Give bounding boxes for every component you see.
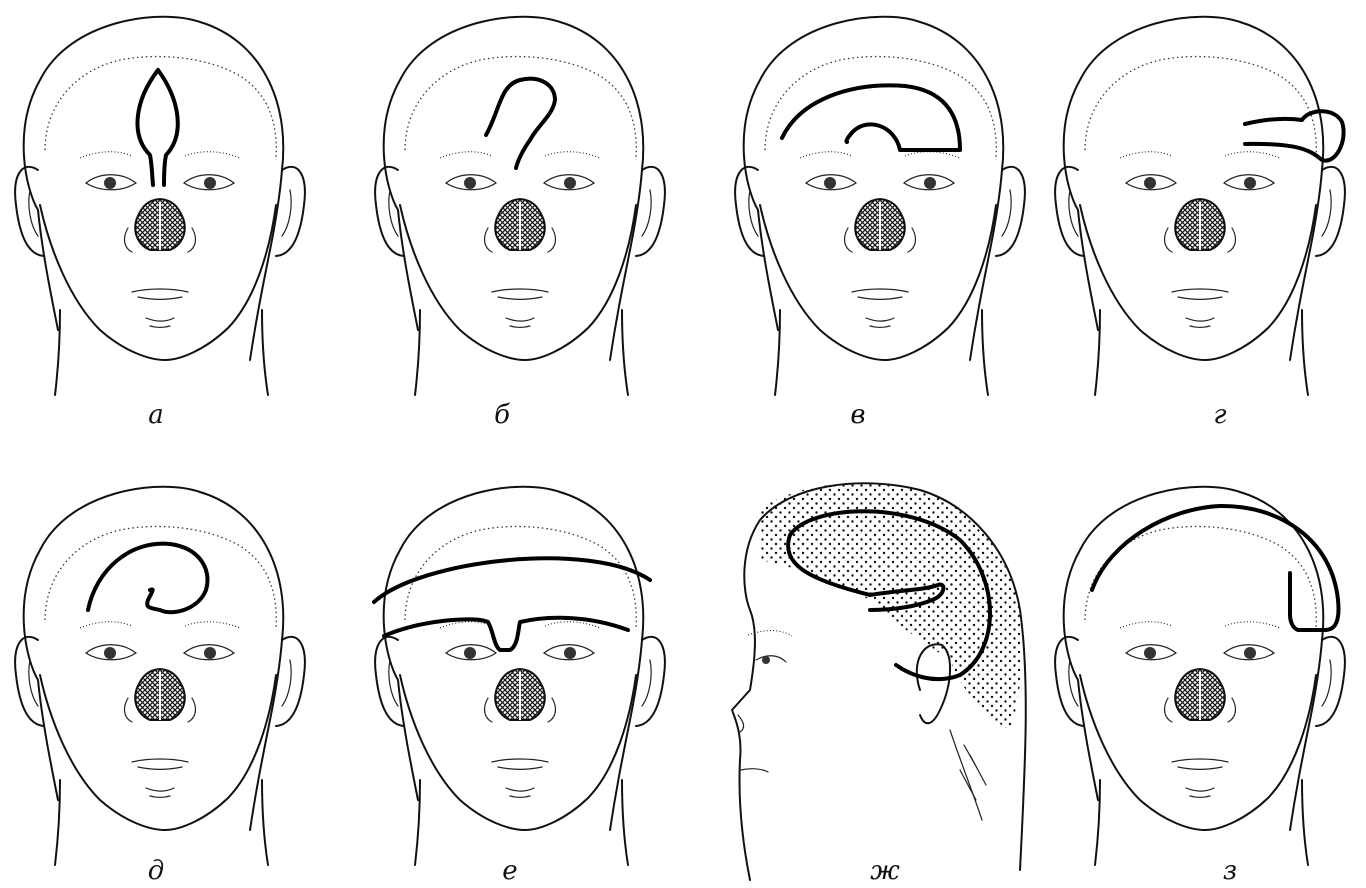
incision-line — [1245, 111, 1344, 160]
face-illustration — [0, 0, 330, 400]
incision-line — [158, 70, 178, 185]
caption-e: е — [480, 858, 540, 884]
incision-line — [138, 70, 158, 185]
face-illustration — [360, 0, 690, 400]
panel-z — [1040, 470, 1366, 870]
incision-line — [384, 618, 628, 650]
caption-b: б — [472, 402, 532, 428]
caption-z: з — [1200, 858, 1260, 884]
face-illustration — [360, 470, 690, 870]
panel-zh — [720, 470, 1050, 870]
caption-zh: ж — [855, 858, 915, 884]
incision-line — [88, 544, 208, 613]
incision-line — [374, 558, 650, 602]
panel-b — [360, 0, 690, 400]
face-illustration — [1040, 0, 1366, 400]
panel-v — [720, 0, 1050, 400]
caption-v: в — [828, 402, 888, 428]
panel-a — [0, 0, 330, 400]
face-illustration — [1040, 470, 1366, 870]
incision-line — [782, 85, 960, 150]
profile-illustration — [720, 470, 1050, 870]
caption-a: а — [126, 402, 186, 428]
caption-g: г — [1190, 402, 1250, 428]
caption-d: д — [126, 858, 186, 884]
incision-line — [1092, 506, 1338, 630]
panel-d — [0, 470, 330, 870]
panel-e — [360, 470, 690, 870]
panel-g — [1040, 0, 1366, 400]
face-illustration — [0, 470, 330, 870]
face-illustration — [720, 0, 1050, 400]
incision-line — [486, 79, 555, 168]
